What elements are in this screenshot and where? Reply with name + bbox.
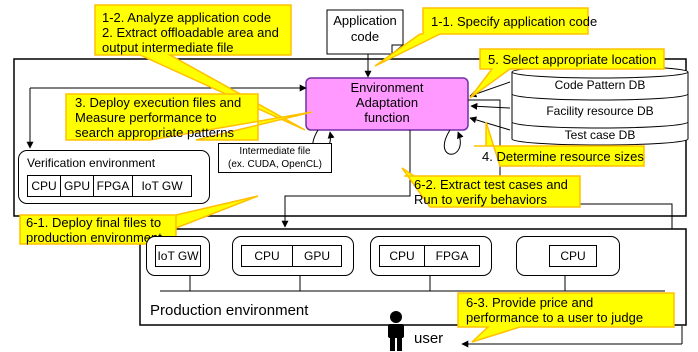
callout-deploy-line3: search appropriate patterns	[75, 125, 234, 140]
callout-specify-text: 1-1. Specify application code	[431, 14, 598, 29]
production-title: Production environment	[150, 302, 309, 319]
callout-deploy	[65, 93, 313, 141]
callout-deploy-line1: 3. Deploy execution files and	[75, 95, 242, 110]
callout-provide-price-text: 6-3. Provide price and performance to a …	[466, 295, 643, 325]
verification-unit-iot-gw: IoT GW	[132, 175, 192, 197]
function-line2: Adaptation	[355, 95, 419, 110]
callout-analyze	[94, 4, 306, 131]
function-line3: function	[364, 110, 410, 125]
production-unit-fpga: FPGA	[424, 245, 480, 267]
production-unit-cpu-a: CPU	[241, 245, 293, 267]
intermediate-file: Intermediate file (ex. CUDA, OpenCL)	[218, 143, 332, 173]
intermediate-file-line1: Intermediate file	[239, 146, 311, 157]
callout-specify	[374, 7, 589, 67]
verification-title: Verification environment	[27, 156, 156, 170]
verification-unit-cpu: CPU	[27, 175, 61, 197]
callout-provide-line2: performance to a user to judge	[466, 310, 644, 325]
production-frame	[139, 228, 687, 326]
callout-select-location	[469, 48, 665, 99]
intermediate-file-line2: (ex. CUDA, OpenCL)	[228, 159, 322, 170]
application-code-line1: Application	[333, 13, 397, 28]
callout-provide-price	[457, 292, 675, 343]
production-unit-gpu: GPU	[292, 245, 342, 267]
callout-deploy-line2: Measure performance to	[75, 110, 217, 125]
verification-unit-gpu: GPU	[60, 175, 94, 197]
callout-extract-line2: Run to verify behaviors	[414, 192, 547, 207]
database-stack	[511, 65, 689, 146]
production-unit-iot-gw: IoT GW	[155, 245, 201, 267]
callout-extract-tests	[401, 167, 581, 208]
environment-adaptation-function-box	[305, 77, 469, 131]
production-unit-cpu-b: CPU	[379, 245, 425, 267]
callout-determine-sizes-text: 4. Determine resource sizes	[482, 149, 644, 164]
db-facility-resource: Facility resource DB	[546, 104, 654, 118]
callout-analyze-line1: 1-2. Analyze application code	[102, 10, 272, 25]
callout-deploy-final-line2: production environment	[26, 230, 162, 245]
function-line1: Environment	[350, 80, 424, 95]
application-code-label: Application code	[327, 13, 403, 45]
callout-extract-tests-text: 6-2. Extract test cases and Run to verif…	[414, 177, 568, 207]
callout-analyze-text: 1-2. Analyze application code 2. Extract…	[102, 10, 279, 55]
callout-extract-line1: 6-2. Extract test cases and	[414, 177, 568, 192]
callout-deploy-final-line1: 6-1. Deploy final files to	[26, 215, 162, 230]
user-icon	[388, 311, 404, 351]
db-code-pattern: Code Pattern DB	[554, 78, 646, 92]
callout-deploy-final-text: 6-1. Deploy final files to production en…	[26, 215, 162, 245]
callout-analyze-line2: 2. Extract offloadable area and	[102, 25, 279, 40]
callout-provide-line1: 6-3. Provide price and	[466, 295, 594, 310]
function-box-label: Environment Adaptation function	[306, 80, 468, 125]
production-group-3: CPU FPGA	[370, 236, 492, 276]
callout-determine-sizes	[474, 121, 645, 167]
production-group-4: CPU	[516, 236, 620, 276]
production-unit-cpu-c: CPU	[549, 245, 597, 267]
user-label: user	[414, 330, 444, 347]
production-group-2: CPU GPU	[232, 236, 354, 276]
verification-environment: Verification environment CPU GPU FPGA Io…	[18, 150, 210, 204]
callout-analyze-line3: output intermediate file	[102, 40, 234, 55]
production-group-1: IoT GW	[146, 236, 210, 276]
application-code-line2: code	[350, 29, 380, 44]
callout-deploy-text: 3. Deploy execution files and Measure pe…	[75, 95, 241, 140]
verification-unit-fpga: FPGA	[93, 175, 133, 197]
callout-select-location-text: 5. Select appropriate location	[488, 52, 657, 67]
db-test-case: Test case DB	[564, 128, 636, 142]
